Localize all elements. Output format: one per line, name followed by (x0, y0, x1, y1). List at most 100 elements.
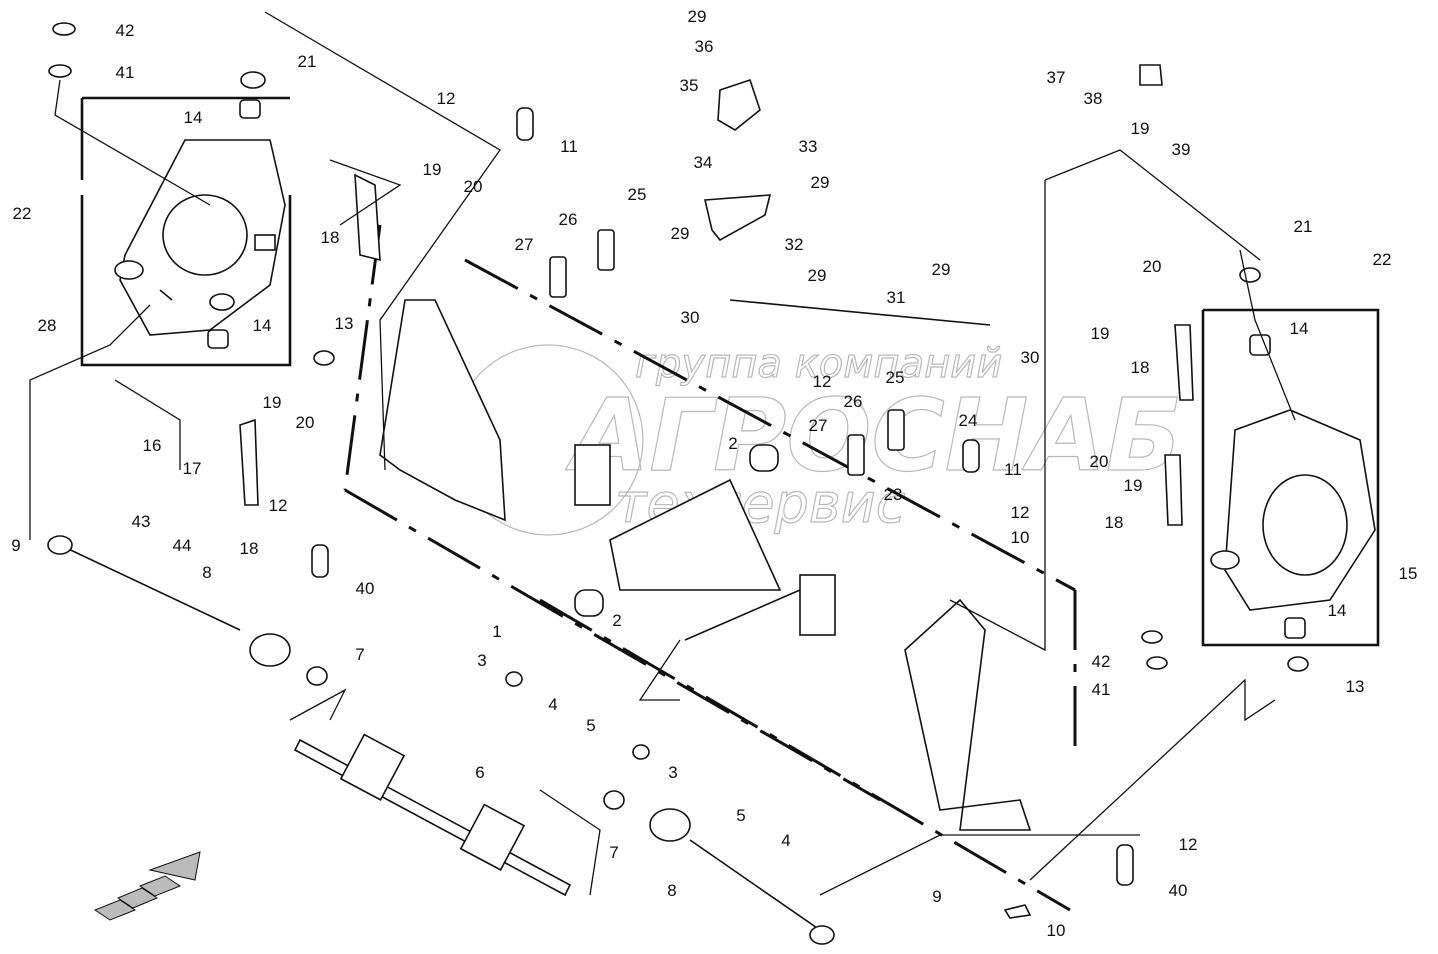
callout-21: 21 (298, 52, 317, 71)
axle-center-lines (343, 224, 1077, 912)
callout-32: 32 (785, 235, 804, 254)
callout-36: 36 (695, 37, 714, 56)
callout-26: 26 (559, 210, 578, 229)
callout-18: 18 (1131, 358, 1150, 377)
callout-8: 8 (667, 881, 676, 900)
leader-lines (29, 11, 1296, 896)
callout-19: 19 (1091, 324, 1110, 343)
callout-19: 19 (423, 160, 442, 179)
callout-15: 15 (1399, 564, 1418, 583)
callout-21: 21 (1294, 217, 1313, 236)
callout-4: 4 (781, 831, 790, 850)
right-steering-knuckle (1210, 409, 1376, 611)
callout-25: 25 (886, 368, 905, 387)
callout-12: 12 (813, 372, 832, 391)
callout-20: 20 (1143, 257, 1162, 276)
watermark-line1: группа компаний (635, 341, 1002, 387)
callout-29: 29 (811, 173, 830, 192)
callout-35: 35 (680, 76, 699, 95)
callout-27: 27 (809, 416, 828, 435)
callout-39: 39 (1172, 140, 1191, 159)
callout-4: 4 (548, 695, 557, 714)
right-knuckle-frame (1201, 308, 1380, 647)
callout-14: 14 (1290, 319, 1309, 338)
callout-10: 10 (1011, 528, 1030, 547)
callout-11: 11 (560, 137, 578, 156)
callout-27: 27 (515, 235, 534, 254)
callout-26: 26 (844, 392, 863, 411)
callout-29: 29 (932, 260, 951, 279)
callout-22: 22 (13, 204, 32, 223)
callout-10: 10 (1047, 921, 1066, 940)
callout-20: 20 (464, 177, 483, 196)
small-parts (48, 22, 1309, 919)
callout-12: 12 (1011, 503, 1030, 522)
callout-34: 34 (694, 153, 713, 172)
callout-5: 5 (736, 806, 745, 825)
callout-8: 8 (202, 563, 211, 582)
callout-13: 13 (1346, 677, 1365, 696)
callout-29: 29 (688, 7, 707, 26)
callout-40: 40 (1169, 881, 1188, 900)
callout-31: 31 (887, 288, 906, 307)
callout-18: 18 (1105, 513, 1124, 532)
callout-9: 9 (932, 887, 941, 906)
callout-42: 42 (1092, 652, 1111, 671)
callout-37: 37 (1047, 68, 1066, 87)
callout-19: 19 (263, 393, 282, 412)
callout-23: 23 (884, 485, 903, 504)
callout-41: 41 (116, 63, 135, 82)
callout-2: 2 (612, 611, 621, 630)
callout-19: 19 (1124, 476, 1143, 495)
callout-12: 12 (269, 496, 288, 515)
callout-14: 14 (253, 316, 272, 335)
callout-20: 20 (296, 413, 315, 432)
callout-11: 11 (1004, 460, 1022, 479)
callout-42: 42 (116, 21, 135, 40)
callout-38: 38 (1084, 89, 1103, 108)
tie-rod-right (649, 808, 835, 945)
left-steering-knuckle (114, 139, 286, 336)
callout-18: 18 (321, 228, 340, 247)
callout-14: 14 (184, 108, 203, 127)
callout-12: 12 (437, 89, 456, 108)
callout-3: 3 (668, 763, 677, 782)
callout-22: 22 (1373, 250, 1392, 269)
callout-29: 29 (671, 224, 690, 243)
callout-3: 3 (477, 651, 486, 670)
callout-5: 5 (586, 716, 595, 735)
left-knuckle-frame (80, 96, 292, 367)
callout-19: 19 (1131, 119, 1150, 138)
callout-2: 2 (728, 434, 737, 453)
callout-17: 17 (183, 459, 202, 478)
callout-30: 30 (681, 308, 700, 327)
callout-18: 18 (240, 539, 259, 558)
callout-20: 20 (1090, 452, 1109, 471)
callout-44: 44 (173, 536, 192, 555)
callout-43: 43 (132, 512, 151, 531)
watermark: группа компаний АГРОСНАБ техсервис (452, 340, 1183, 536)
callout-40: 40 (356, 579, 375, 598)
callout-29: 29 (808, 266, 827, 285)
callout-12: 12 (1179, 835, 1198, 854)
callout-30: 30 (1021, 348, 1040, 367)
callout-7: 7 (609, 843, 618, 862)
callout-14: 14 (1328, 601, 1347, 620)
callout-28: 28 (38, 316, 57, 335)
callout-1: 1 (492, 622, 501, 641)
callout-9: 9 (11, 536, 20, 555)
callout-25: 25 (628, 185, 647, 204)
callout-7: 7 (355, 645, 364, 664)
callout-13: 13 (335, 314, 354, 333)
pivot-shaft (293, 733, 572, 897)
callout-6: 6 (475, 763, 484, 782)
callout-33: 33 (799, 137, 818, 156)
direction-arrow-icon (93, 851, 201, 921)
axle-beam (379, 299, 1032, 831)
watermark-line2: АГРОСНАБ (565, 377, 1182, 494)
callout-24: 24 (959, 411, 978, 430)
callout-41: 41 (1092, 680, 1111, 699)
tie-rod-left (47, 535, 291, 667)
